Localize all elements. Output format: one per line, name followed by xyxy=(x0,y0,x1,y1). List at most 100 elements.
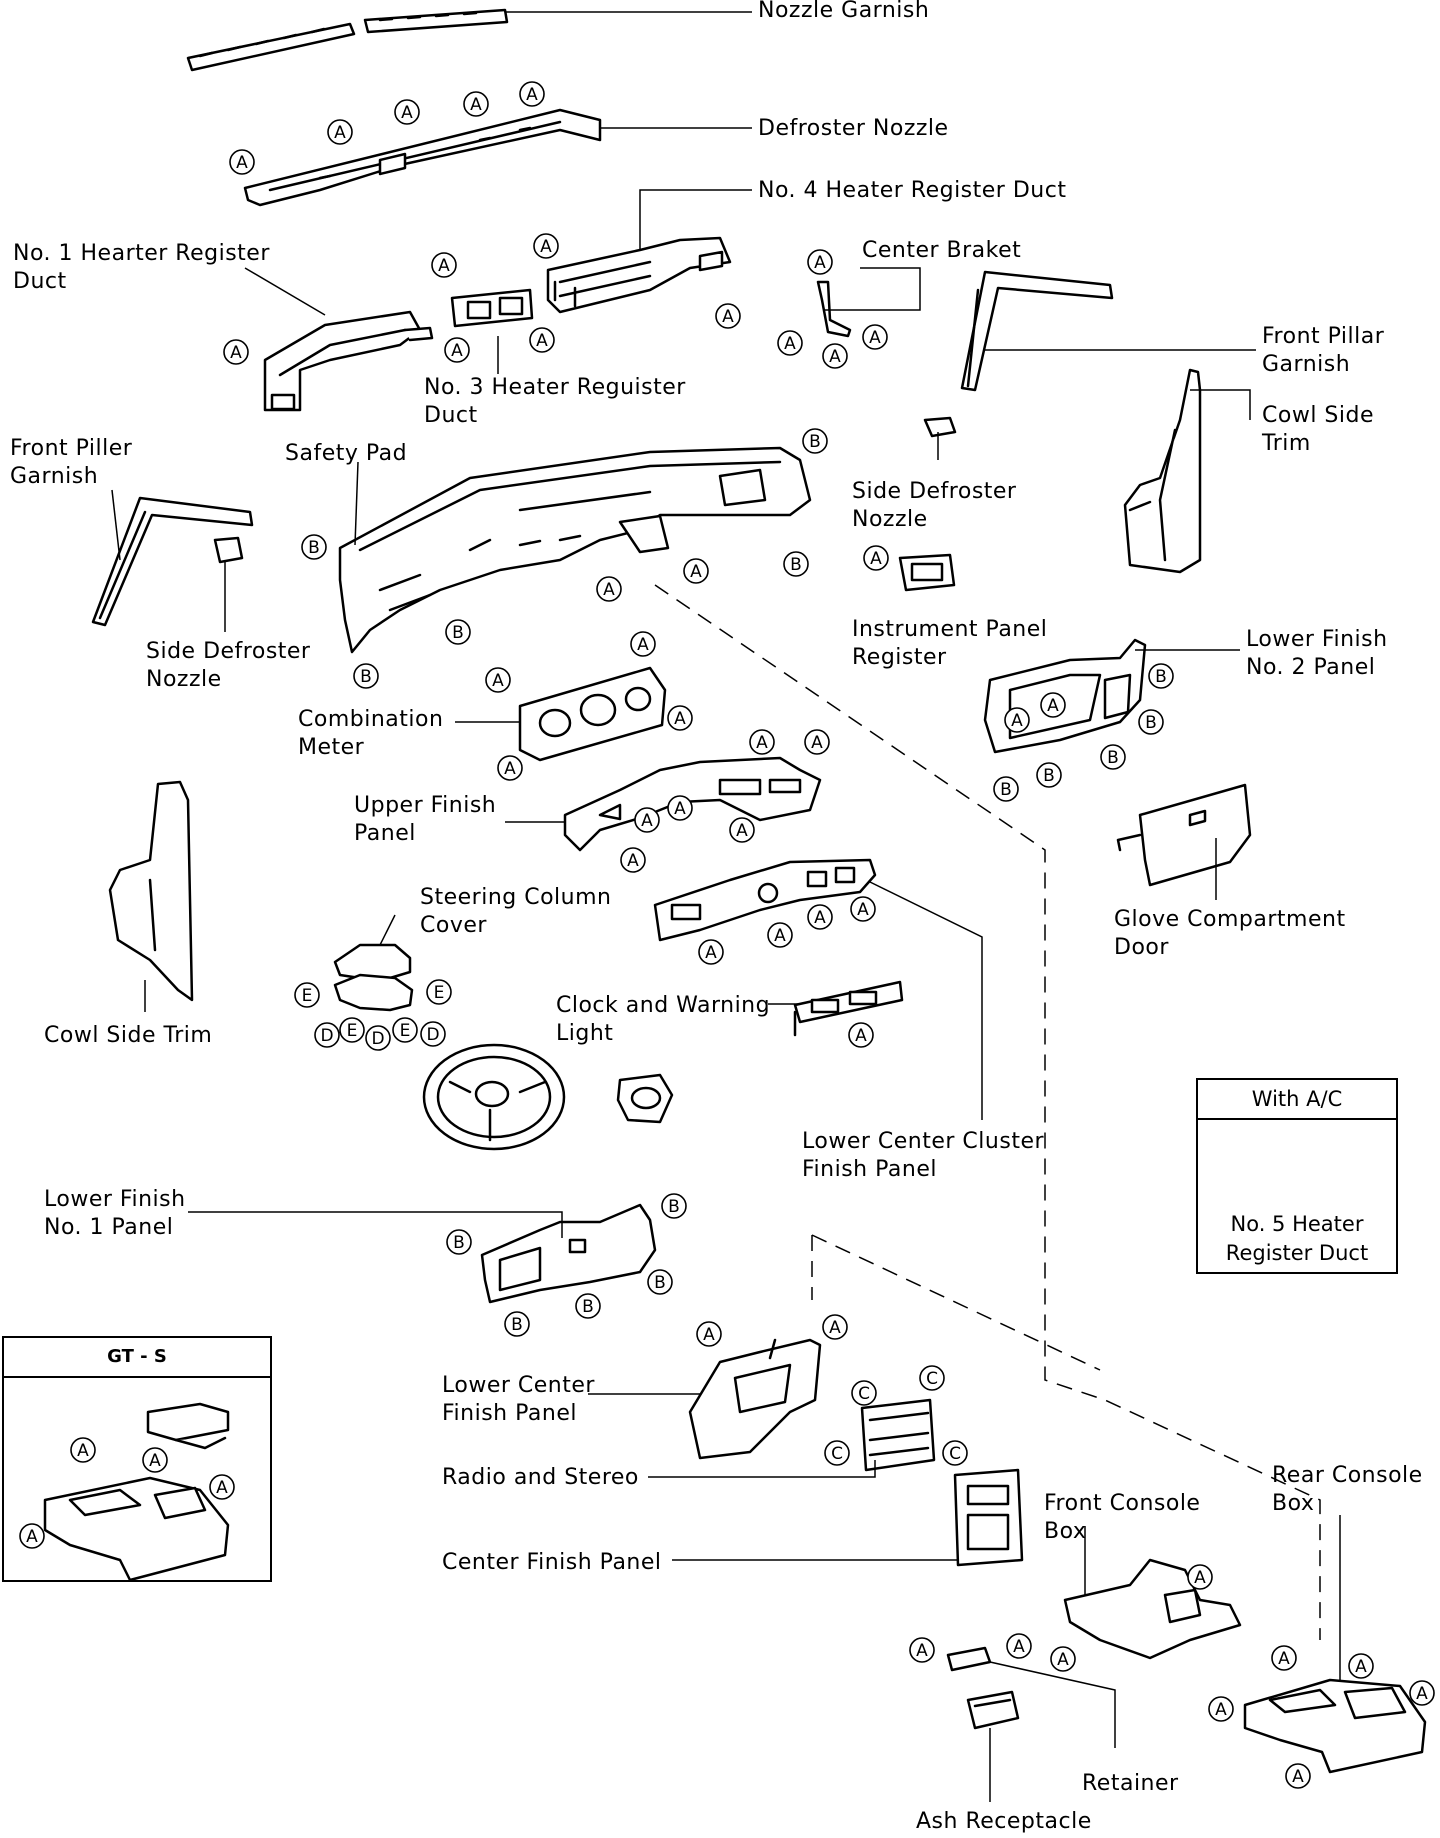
label-line: Garnish xyxy=(10,464,99,489)
reference-mark-circle xyxy=(909,1637,935,1663)
reference-mark-letter: A xyxy=(77,1441,89,1461)
reference-mark-circle xyxy=(1409,1680,1435,1706)
reference-mark-letter: A xyxy=(216,1478,228,1498)
reference-mark-a: A xyxy=(863,545,889,571)
reference-mark-e: E xyxy=(339,1017,365,1043)
reference-mark-a: A xyxy=(223,339,249,365)
label-line: Finish Panel xyxy=(442,1401,577,1426)
reference-mark-circle xyxy=(1348,1653,1374,1679)
reference-mark-a: A xyxy=(1208,1696,1234,1722)
reference-mark-a: A xyxy=(497,755,523,781)
cowl-side-trim-left-part xyxy=(108,780,194,1002)
reference-mark-circle xyxy=(223,339,249,365)
reference-mark-letter: A xyxy=(26,1527,38,1547)
reference-mark-letter: A xyxy=(690,562,702,582)
reference-mark-circle xyxy=(802,428,828,454)
reference-mark-a: A xyxy=(850,896,876,922)
reference-mark-circle xyxy=(822,1314,848,1340)
reference-mark-letter: E xyxy=(400,1021,411,1041)
label-line: Box xyxy=(1044,1519,1087,1544)
reference-mark-letter: B xyxy=(1043,766,1055,786)
reference-mark-a: A xyxy=(19,1523,45,1549)
reference-mark-c: C xyxy=(942,1440,968,1466)
reference-mark-circle xyxy=(575,1293,601,1319)
reference-mark-a: A xyxy=(1004,707,1030,733)
reference-mark-e: E xyxy=(426,979,452,1005)
reference-mark-a: A xyxy=(807,904,833,930)
reference-mark-b: B xyxy=(1148,663,1174,689)
reference-mark-letter: C xyxy=(858,1384,870,1404)
glove-compartment-door-part xyxy=(1116,783,1252,887)
reference-mark-circle xyxy=(426,979,452,1005)
reference-mark-circle xyxy=(696,1321,722,1347)
reference-mark-letter: E xyxy=(347,1021,358,1041)
reference-mark-circle xyxy=(729,817,755,843)
reference-mark-a: A xyxy=(533,233,559,259)
reference-mark-b: B xyxy=(783,551,809,577)
label-center-finish-panel: Center Finish Panel xyxy=(442,1550,662,1575)
reference-mark-letter: A xyxy=(1292,1767,1304,1787)
label-line: Instrument Panel xyxy=(852,617,1048,642)
label-line: Duct xyxy=(424,403,478,428)
label-line: Lower Center xyxy=(442,1373,595,1398)
safety-pad-part xyxy=(338,446,812,654)
reference-mark-b: B xyxy=(1036,762,1062,788)
reference-mark-letter: A xyxy=(492,671,504,691)
reference-mark-circle xyxy=(942,1440,968,1466)
lower-center-finish-panel-part xyxy=(688,1338,822,1460)
reference-mark-a: A xyxy=(1348,1653,1374,1679)
reference-mark-circle xyxy=(1100,744,1126,770)
reference-mark-a: A xyxy=(634,807,660,833)
reference-mark-letter: A xyxy=(1011,711,1023,731)
reference-mark-circle xyxy=(1208,1696,1234,1722)
steering-wheel-part xyxy=(422,1043,566,1151)
reference-mark-circle xyxy=(667,705,693,731)
reference-mark-b: B xyxy=(993,776,1019,802)
label-line: No. 3 Heater Reguister xyxy=(424,375,686,400)
reference-mark-b: B xyxy=(575,1293,601,1319)
side-defroster-nozzle-left-part xyxy=(213,536,244,564)
reference-mark-b: B xyxy=(445,619,471,645)
reference-mark-letter: A xyxy=(641,811,653,831)
reference-mark-letter: A xyxy=(811,733,823,753)
reference-mark-letter: A xyxy=(705,943,717,963)
reference-mark-circle xyxy=(1271,1645,1297,1671)
label-line: Lower Center Cluster xyxy=(802,1129,1045,1154)
reference-mark-d: D xyxy=(420,1021,446,1047)
reference-mark-letter: A xyxy=(504,759,516,779)
reference-mark-circle xyxy=(661,1193,687,1219)
reference-mark-circle xyxy=(822,343,848,369)
reference-mark-a: A xyxy=(1040,692,1066,718)
reference-mark-c: C xyxy=(824,1440,850,1466)
caption-line: Register Duct xyxy=(1225,1241,1369,1265)
reference-mark-circle xyxy=(420,1021,446,1047)
reference-mark-letter: A xyxy=(1416,1684,1428,1704)
reference-mark-a: A xyxy=(142,1447,168,1473)
reference-mark-circle xyxy=(497,755,523,781)
reference-mark-letter: A xyxy=(334,123,346,143)
label-line: Finish Panel xyxy=(802,1157,937,1182)
no4-duct-part xyxy=(546,236,732,314)
reference-mark-a: A xyxy=(683,558,709,584)
reference-mark-letter: A xyxy=(870,549,882,569)
reference-mark-a: A xyxy=(715,303,741,329)
reference-mark-letter: C xyxy=(926,1369,938,1389)
reference-mark-circle xyxy=(993,776,1019,802)
reference-mark-circle xyxy=(1006,1633,1032,1659)
reference-mark-letter: B xyxy=(654,1273,666,1293)
reference-mark-circle xyxy=(1004,707,1030,733)
label-line: Steering Column xyxy=(420,885,612,910)
reference-mark-circle xyxy=(715,303,741,329)
reference-mark-letter: B xyxy=(668,1197,680,1217)
label-defroster-nozzle: Defroster Nozzle xyxy=(758,116,949,141)
label-line: Meter xyxy=(298,735,365,760)
reference-mark-letter: C xyxy=(831,1444,843,1464)
label-line: Rear Console xyxy=(1272,1463,1423,1488)
reference-mark-circle xyxy=(1148,663,1174,689)
reference-mark-a: A xyxy=(698,939,724,965)
